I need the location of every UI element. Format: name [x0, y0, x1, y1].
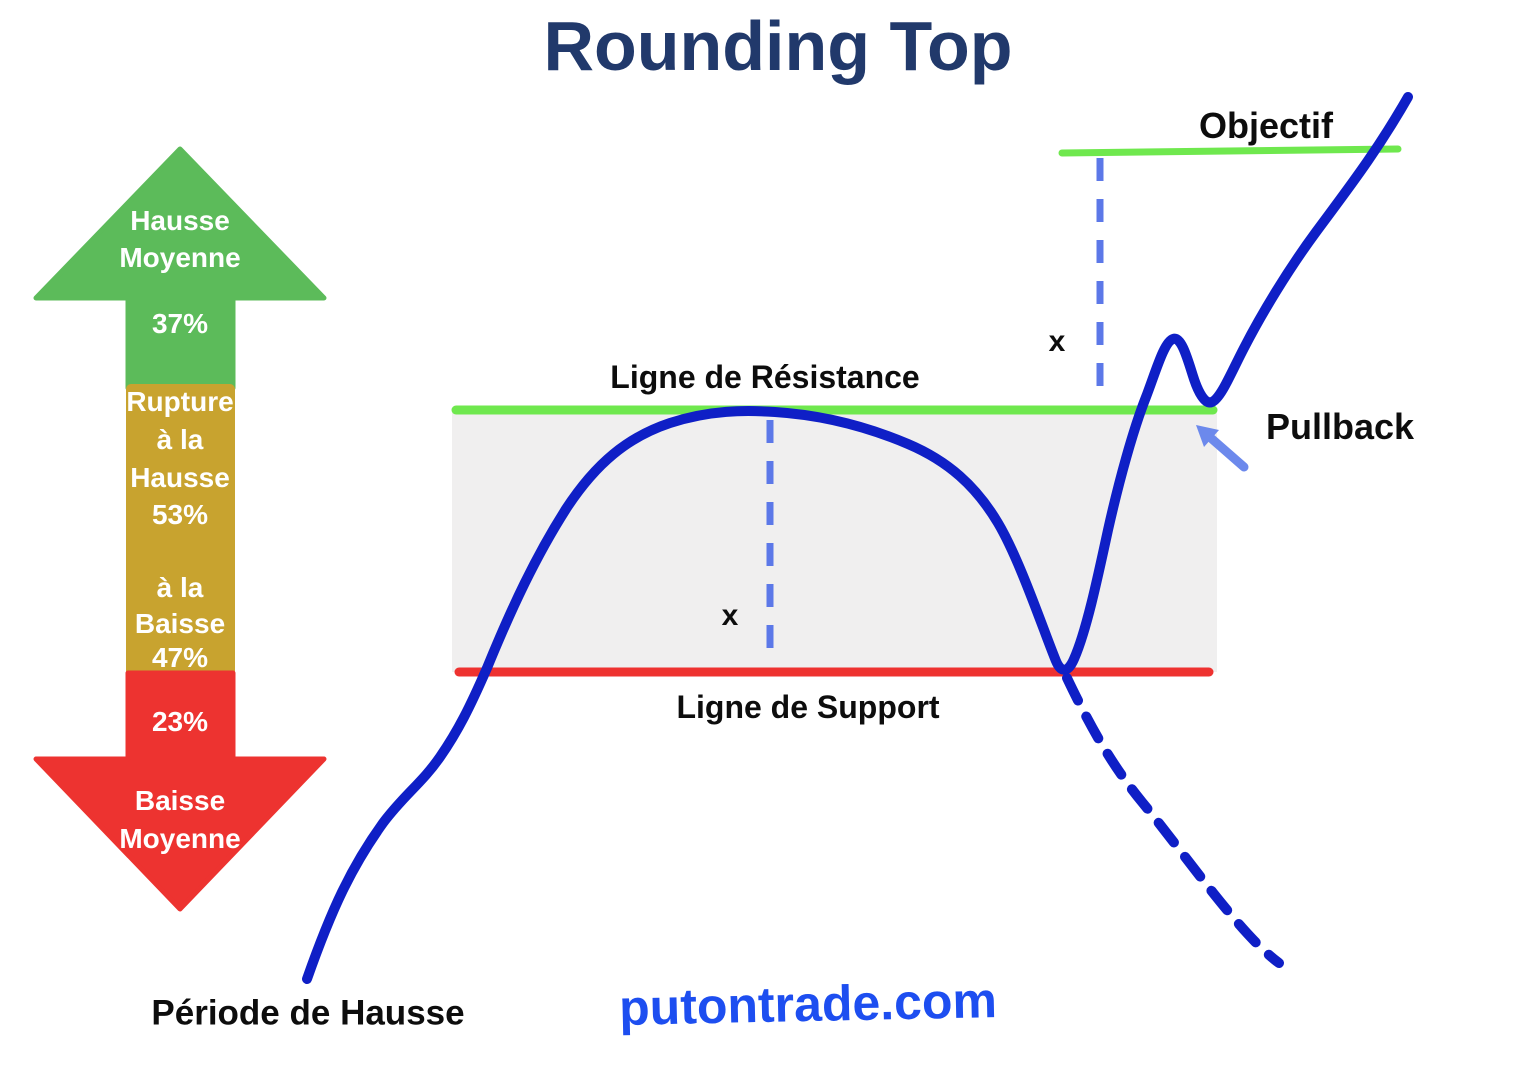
- rise-period-label: Période de Hausse: [151, 993, 465, 1033]
- pullback-label: Pullback: [1265, 406, 1415, 447]
- gauge-breakout-label-line3: Hausse: [130, 462, 230, 493]
- gauge-up-label-line1: Hausse: [130, 205, 230, 236]
- objective-line: [1058, 145, 1402, 157]
- measure-x-upper: x: [1048, 325, 1066, 358]
- gauge-breakout-label-line1: Rupture: [126, 386, 234, 417]
- gauge-down-percent: 23%: [151, 706, 209, 737]
- gauge-down-label-line2: Moyenne: [119, 823, 241, 854]
- gauge-up-percent: 37%: [151, 308, 209, 339]
- gauge-breakdown-label-line2: Baisse: [134, 608, 226, 639]
- gauge-down-label-line1: Baisse: [134, 785, 226, 816]
- gauge-breakout-percent: 53%: [151, 499, 209, 530]
- gauge-up-label-line2: Moyenne: [119, 242, 241, 273]
- gauge-breakout-label-line2: à la: [156, 424, 204, 455]
- price-curve: [302, 92, 1413, 984]
- breakdown-dash-curve: [1062, 673, 1284, 968]
- pullback-arrow-shaft: [1207, 434, 1249, 472]
- watermark-text: putontrade.com: [618, 972, 998, 1036]
- gauge-breakdown-label-line1: à la: [156, 572, 204, 603]
- support-line-label: Ligne de Support: [676, 689, 940, 725]
- resistance-line-label: Ligne de Résistance: [610, 359, 920, 395]
- objective-label: Objectif: [1198, 105, 1334, 146]
- pullback-arrow-head: [1196, 425, 1219, 447]
- measure-x-lower: x: [721, 599, 739, 632]
- gauge-down-arrow: [33, 670, 327, 912]
- page-title: Rounding Top: [543, 7, 1013, 85]
- gauge-breakdown-percent: 47%: [151, 642, 209, 673]
